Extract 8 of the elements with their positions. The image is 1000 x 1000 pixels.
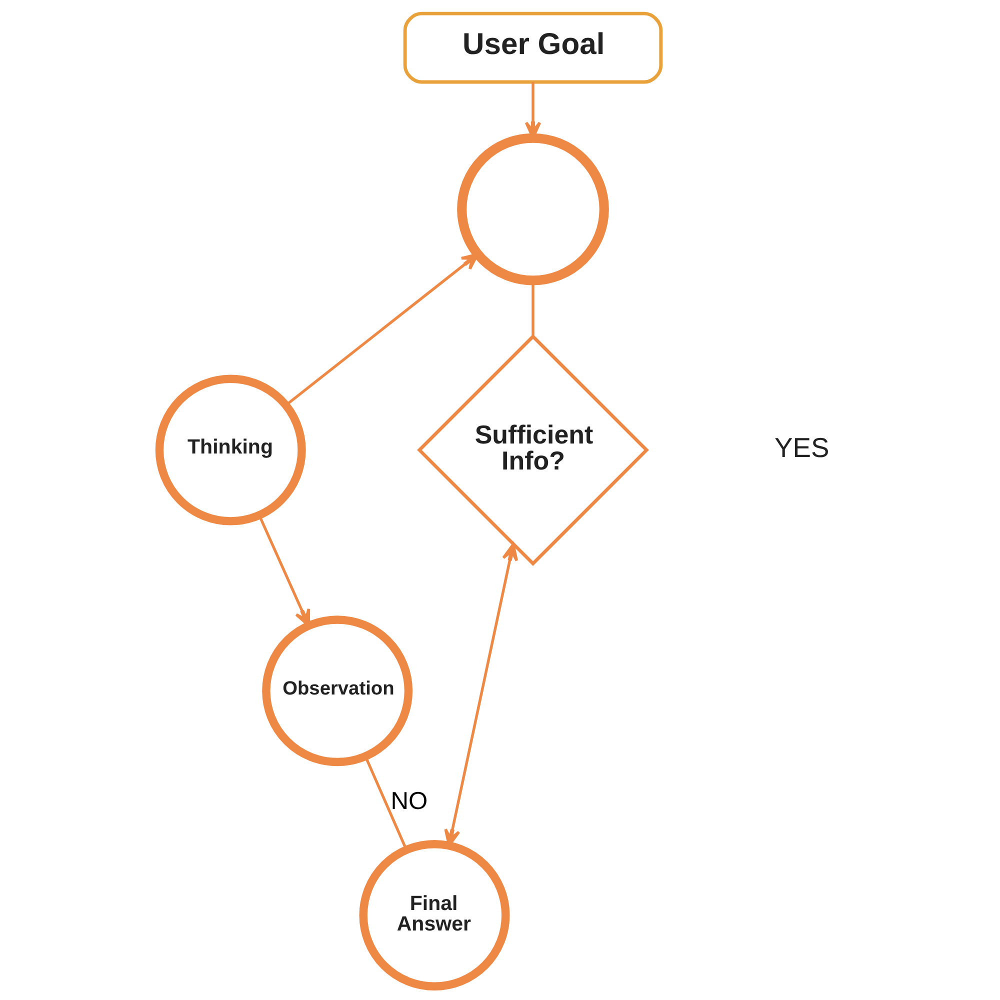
node-box: User Goal bbox=[402, 12, 662, 84]
label: YES bbox=[774, 432, 829, 463]
node-circle: Thinking bbox=[154, 374, 306, 526]
node-circle: Final Answer bbox=[358, 840, 510, 990]
node-diamond: Sufficient Info? bbox=[416, 334, 648, 566]
edge-label: NO bbox=[390, 788, 428, 816]
node-circle: Observation bbox=[262, 616, 412, 766]
node-circle bbox=[456, 133, 608, 286]
